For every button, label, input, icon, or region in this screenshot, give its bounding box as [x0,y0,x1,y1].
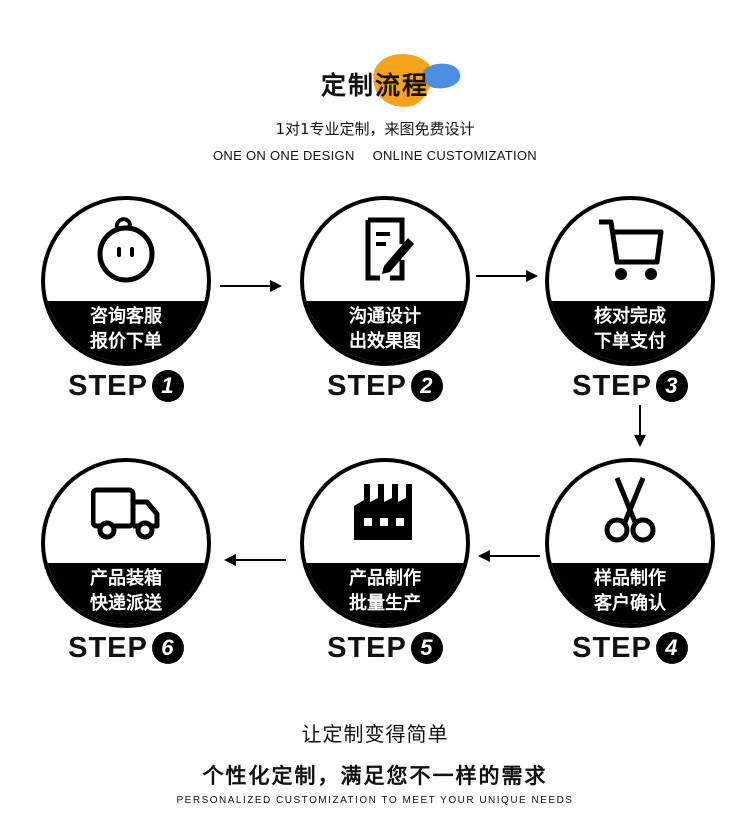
page-title: 定制流程 [320,71,429,100]
step-4-description: 样品制作客户确认 [594,568,666,614]
page-english-subtitle: ONE ON ONE DESIGN ONLINE CUSTOMIZATION [0,148,750,163]
shopping-cart-icon [599,219,664,280]
title-accent-blob [373,54,461,107]
page-subtitle: 1对1专业定制，来图免费设计 [275,120,475,138]
factory-icon [354,484,412,540]
step-3-number: 3 [655,370,688,402]
footer-headline: 个性化定制，满足您不一样的需求 [202,764,548,788]
arrow-left-icon [224,554,286,566]
english-subtitle-right: ONLINE CUSTOMIZATION [372,148,537,163]
step-6-description: 产品装箱快递派送 [90,568,162,614]
step-5-number: 5 [410,632,443,664]
arrow-right-icon [476,270,538,282]
english-subtitle-left: ONE ON ONE DESIGN [213,148,355,163]
arrow-left-icon [478,550,540,562]
step-5-description: 产品制作批量生产 [349,568,421,614]
arrow-right-icon [220,280,282,292]
step-card-5: 产品制作批量生产 [300,458,470,628]
step-card-3: 核对完成下单支付 [545,196,715,366]
step-1-number: 1 [151,370,184,402]
scissors-icon [604,477,656,543]
footer-english-tagline: PERSONALIZED CUSTOMIZATION TO MEET YOUR … [176,795,574,806]
step-card-1: 咨询客服报价下单 [41,196,211,366]
arrow-down-icon [634,405,646,447]
step-card-4: 样品制作客户确认 [545,458,715,628]
step-card-2: 沟通设计出效果图 [300,196,470,366]
step-4-number: 4 [655,632,688,664]
chat-face-icon [97,217,155,283]
design-edit-icon [365,217,414,281]
step-6-number: 6 [151,632,184,664]
footer-tagline: 让定制变得简单 [301,722,449,746]
delivery-truck-icon [91,487,160,540]
step-3-description: 核对完成下单支付 [594,306,666,352]
step-2-description: 沟通设计出效果图 [349,306,421,352]
step-card-6: 产品装箱快递派送 [41,458,211,628]
step-2-number: 2 [410,370,443,402]
step-1-description: 咨询客服报价下单 [90,306,162,352]
